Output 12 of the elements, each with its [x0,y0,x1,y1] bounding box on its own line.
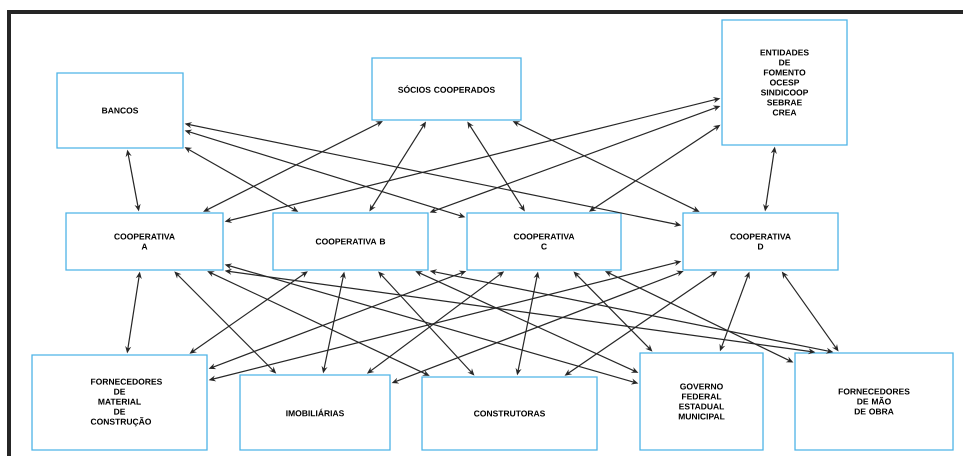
entity-box: SÓCIOS COOPERADOS [371,57,522,121]
entity-box: ENTIDADES DE FOMENTO OCESP SINDICOOP SEBRAE CREA [721,19,848,146]
entity-box: GOVERNO FEDERAL ESTADUAL MUNICIPAL [639,352,764,451]
entity-box: IMOBILIÁRIAS [239,374,391,451]
entity-box: COOPERATIVA C [466,212,622,271]
entity-box: COOPERATIVA A [65,212,224,271]
entity-box: BANCOS [56,72,184,149]
entity-box: COOPERATIVA B [272,212,429,271]
entity-box: FORNECEDORES DE MÃO DE OBRA [794,352,954,451]
entity-box: FORNECEDORES DE MATERIAL DE CONSTRUÇÃO [31,354,208,451]
entity-box: COOPERATIVA D [682,212,839,271]
entity-box: CONSTRUTORAS [421,376,598,451]
